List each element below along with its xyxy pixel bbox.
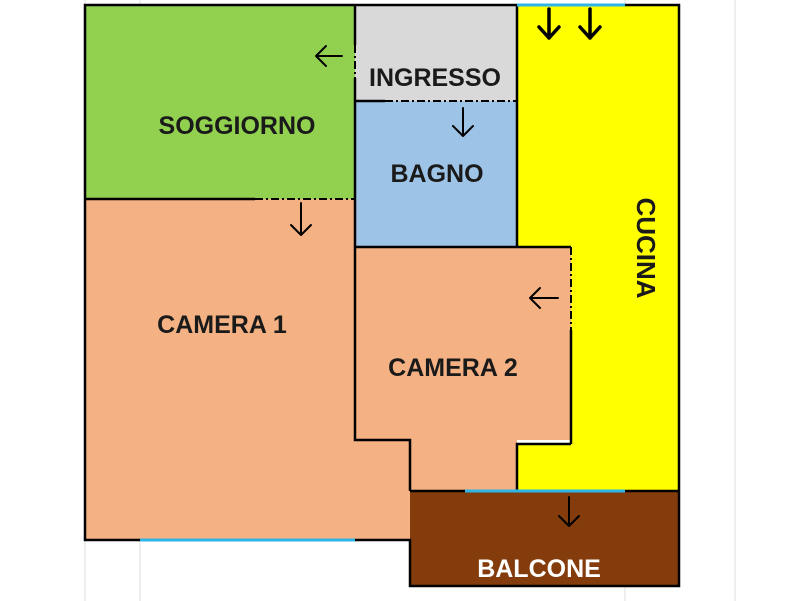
doors (255, 45, 572, 330)
arrow-left-icon (315, 45, 343, 67)
arrow-left-icon (529, 287, 559, 309)
windows (140, 3, 625, 542)
walls (83, 3, 681, 588)
arrow-down-icon (558, 496, 580, 527)
arrow-down-icon (452, 107, 474, 137)
label-bagno: BAGNO (390, 160, 483, 188)
room-camera-1 (85, 199, 410, 540)
room-balcone (410, 491, 679, 586)
room-bagno (355, 101, 517, 247)
double-arrow-down-icon (537, 7, 602, 40)
label-balcone: BALCONE (477, 555, 601, 583)
label-camera-1: CAMERA 1 (157, 311, 287, 339)
room-camera-2 (355, 247, 571, 491)
label-cucina: CUCINA (631, 197, 661, 298)
room-soggiorno (85, 5, 355, 199)
arrow-down-icon (290, 202, 312, 236)
room-ingresso (355, 5, 517, 101)
room-cucina (517, 5, 679, 491)
label-camera-2: CAMERA 2 (388, 354, 518, 382)
label-soggiorno: SOGGIORNO (159, 112, 316, 140)
label-ingresso: INGRESSO (369, 64, 501, 92)
